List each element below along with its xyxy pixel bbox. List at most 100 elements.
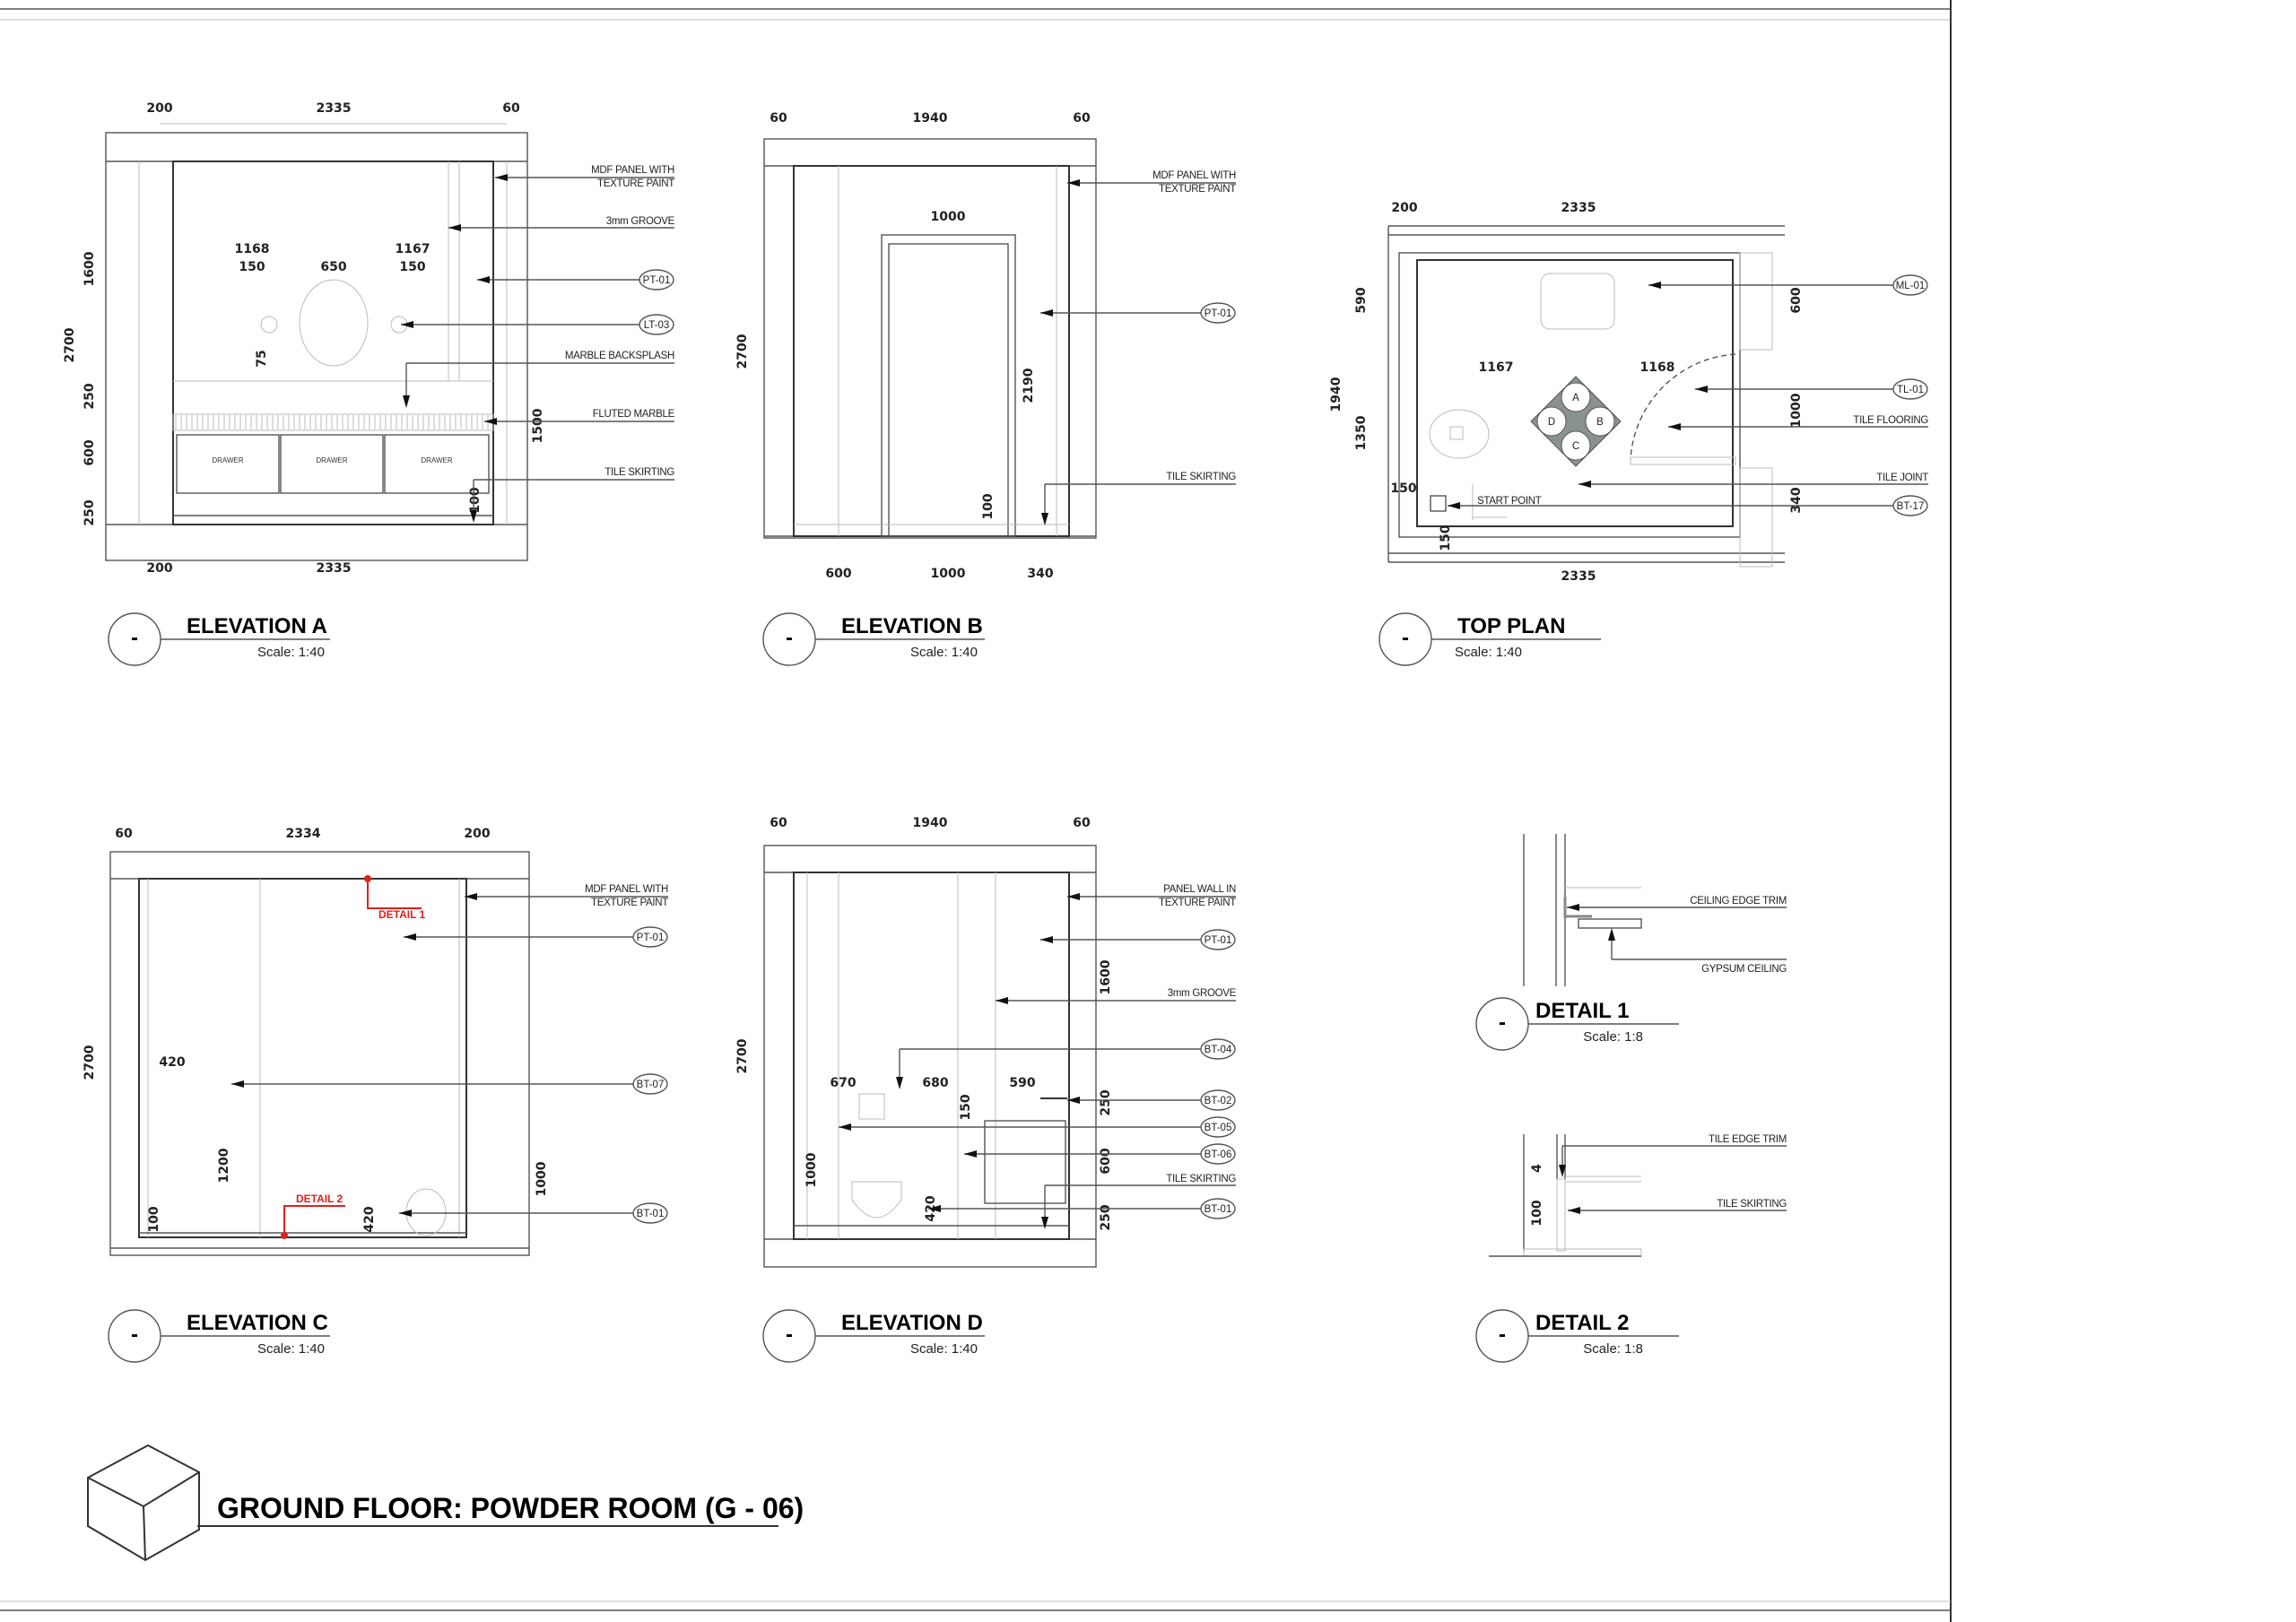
view-scale: Scale: 1:40 [910,645,978,660]
annotation-note: TILE SKIRTING [1166,1174,1236,1184]
sheet-title: GROUND FLOOR: POWDER ROOM (G - 06) [217,1492,804,1524]
material-tag: LT-03 [644,320,670,331]
dimension: 200 [1391,201,1417,215]
dimension: 1600 [83,251,97,286]
view-title: DETAIL 1 [1535,999,1629,1023]
material-tag: BT-05 [1205,1123,1232,1133]
arrowhead-icon [399,1210,412,1217]
annotation-note: TILE SKIRTING [1166,472,1236,482]
arrowhead-icon [495,174,508,181]
label: 1350 [1354,415,1369,450]
view-marker-number: - [131,626,138,650]
label: 590 [1354,287,1369,313]
annotation-note: FLUTED MARBLE [593,409,675,420]
arrowhead-icon [404,933,416,941]
dimension: 150 [239,260,265,274]
annotation-note: TEXTURE PAINT [597,178,674,189]
sheet-title-block: GROUND FLOOR: POWDER ROOM (G - 06) [87,1444,804,1562]
material-tag: PT-01 [643,275,671,286]
drawer-label: DRAWER [421,456,452,464]
arrowhead-icon [403,395,410,408]
label: 150 [1439,525,1453,551]
annotation-note: TILE FLOORING [1853,415,1928,426]
view-scale: Scale: 1:8 [1583,1341,1643,1357]
label: 1000 [1789,393,1804,428]
arrowhead-icon [996,997,1008,1004]
arrowhead-icon [1568,1207,1580,1214]
annotation-note: GYPSUM CEILING [1701,964,1787,975]
view-scale: Scale: 1:40 [257,1341,325,1357]
dimension: 200 [146,561,172,576]
arrowhead-icon [401,321,413,328]
material-tag: BT-02 [1205,1096,1232,1106]
dimension: 2335 [317,101,352,116]
label: 600 [1789,287,1804,313]
annotation-note: MDF PANEL WITH [585,884,668,895]
view-scale: Scale: 1:40 [1455,645,1522,660]
material-tag: BT-07 [637,1080,665,1090]
isometric-cube-icon [87,1444,200,1562]
material-tag: BT-01 [1205,1204,1232,1215]
arrowhead-icon [1041,513,1048,525]
drawer-label: DRAWER [212,456,243,464]
label: 1600 [1099,959,1113,994]
arrowhead-icon [1648,282,1661,289]
annotation-note: CEILING EDGE TRIM [1690,896,1787,906]
view-marker-number: - [786,1323,793,1347]
annotation-note: MDF PANEL WITH [1152,170,1236,181]
label: 1200 [217,1148,231,1183]
dimension: 2335 [317,561,352,576]
label: 2700 [83,1045,97,1080]
label: 600 [1099,1148,1113,1174]
arrowhead-icon [1695,386,1708,393]
view-scale: Scale: 1:8 [1583,1029,1643,1045]
view-title: TOP PLAN [1457,614,1565,638]
annotation-note: 3mm GROOVE [606,216,675,227]
view-title: DETAIL 2 [1535,1311,1629,1335]
dimension: 60 [770,111,787,126]
label: 4 [1530,1164,1544,1173]
label: 2190 [1022,368,1036,403]
arrowhead-icon [928,1205,941,1212]
tile-C: C [1572,441,1579,452]
label: 2700 [735,334,750,369]
label: 1000 [535,1161,549,1196]
label: 1000 [804,1152,819,1187]
dimension: 1167 [396,242,430,256]
dimension: 590 [1009,1076,1035,1090]
arrowhead-icon [839,1123,851,1131]
arrowhead-icon [964,1150,977,1158]
dimension: 1168 [1640,360,1675,375]
dimension: 60 [502,101,520,116]
material-tag: BT-06 [1205,1149,1232,1160]
view-title: ELEVATION C [187,1311,328,1335]
annotation-note: TILE SKIRTING [1717,1199,1787,1210]
view-marker-number: - [1499,1323,1506,1347]
tile-B: B [1596,417,1604,428]
dimension: 150 [1390,481,1416,496]
dimension: 60 [770,816,787,830]
annotation-note: MDF PANEL WITH [591,165,674,176]
label: 250 [1099,1089,1113,1115]
label: 75 [255,350,269,367]
dimension: 650 [320,260,346,274]
view-scale: Scale: 1:40 [257,645,325,660]
label: 150 [959,1094,973,1120]
annotation-note: 3mm GROOVE [1168,988,1237,999]
view-marker-number: - [131,1323,138,1347]
tile-pattern [1530,376,1622,467]
arrowhead-icon [470,510,477,523]
dimension: 2335 [1561,201,1596,215]
dimension: 60 [1073,816,1091,830]
dimension: 2335 [1561,569,1596,584]
material-tag: PT-01 [637,932,665,943]
arrowhead-icon [1668,423,1681,430]
annotation-note: TILE EDGE TRIM [1709,1134,1787,1145]
arrowhead-icon [896,1077,903,1089]
material-tag: BT-01 [637,1209,665,1219]
sheet-frame [0,0,1952,1622]
label: 250 [1099,1204,1113,1230]
dimension: 60 [1073,111,1091,126]
